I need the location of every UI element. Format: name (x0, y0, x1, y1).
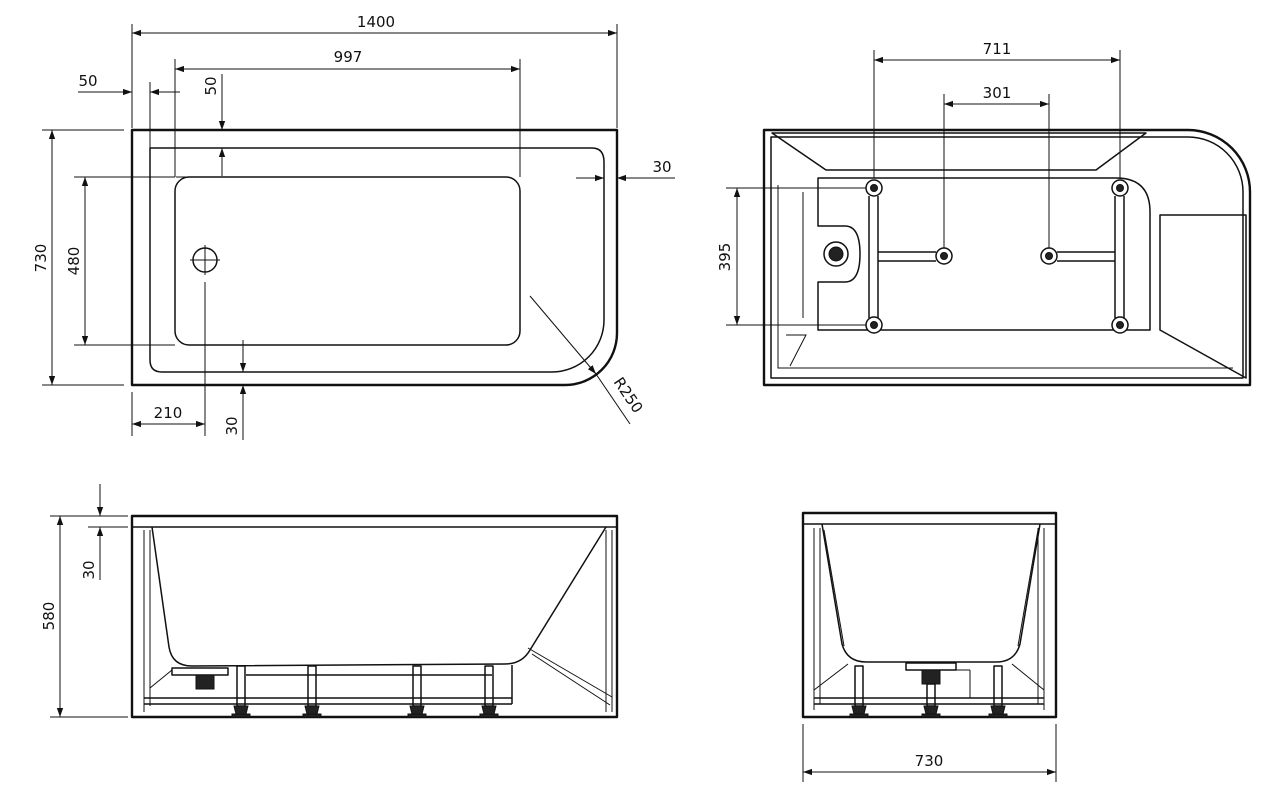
dim-width-730: 730 (32, 129, 124, 386)
front-view: 580 30 (40, 484, 619, 719)
frame-view: 711 301 395 (716, 40, 1252, 387)
front-legs (231, 665, 499, 718)
dim-length-1400: 1400 (131, 13, 618, 128)
dim-rim-left-50: 50 (78, 72, 180, 148)
rim-inner-outline (149, 147, 605, 373)
dim-basin-length-997: 997 (174, 48, 521, 177)
label-730-top: 730 (32, 244, 50, 273)
top-view: 1400 997 50 50 30 (32, 13, 675, 440)
dim-inner-span-301: 301 (943, 84, 1050, 248)
side-view: 730 (801, 511, 1058, 782)
dim-leg-depth-395: 395 (716, 187, 866, 326)
frame-rails (868, 196, 1125, 318)
label-r250: R250 (610, 374, 647, 416)
frame-tub-outline (762, 128, 1252, 387)
dim-radius-r250: R250 (529, 295, 647, 425)
basin-outline (174, 176, 521, 346)
front-outline (130, 514, 619, 719)
label-30-bottom: 30 (223, 416, 241, 435)
tub-outline (130, 128, 619, 387)
dim-basin-width-480: 480 (65, 176, 175, 346)
frame-leg-feet (865, 179, 1129, 334)
dim-leg-span-711: 711 (873, 40, 1121, 178)
dim-side-width-730: 730 (802, 724, 1057, 782)
side-basin (821, 523, 1041, 663)
label-395: 395 (716, 243, 734, 272)
label-711: 711 (983, 40, 1012, 58)
label-30-right: 30 (652, 158, 671, 176)
label-580: 580 (40, 602, 58, 631)
label-301: 301 (983, 84, 1012, 102)
dim-height-580: 580 (40, 515, 128, 718)
dim-rim-bottom-30: 30 (223, 340, 247, 440)
dim-rim-top-50: 50 (176, 74, 230, 178)
dim-drain-210: 210 (131, 282, 206, 436)
label-30-front: 30 (80, 560, 98, 579)
drain-symbol (190, 245, 220, 275)
dim-rim-right-30: 30 (576, 158, 675, 182)
label-480: 480 (65, 247, 83, 276)
side-drain (905, 662, 971, 698)
front-drain (171, 667, 229, 690)
label-1400: 1400 (357, 13, 395, 31)
side-outline (801, 511, 1058, 719)
frame-drain-symbol (823, 241, 849, 267)
dim-rim-30: 30 (80, 484, 128, 580)
label-730-side: 730 (915, 752, 944, 770)
label-997: 997 (334, 48, 363, 66)
label-50-left: 50 (78, 72, 97, 90)
front-basin (151, 526, 607, 667)
side-legs (849, 665, 1008, 718)
label-210: 210 (154, 404, 183, 422)
label-50-top: 50 (202, 76, 220, 95)
